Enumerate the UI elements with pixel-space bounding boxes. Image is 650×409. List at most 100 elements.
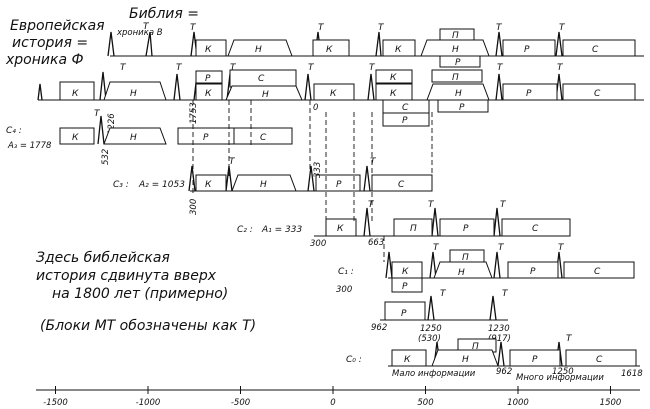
label-p: Р [530,267,536,277]
axis-tick-label: 0 [330,398,335,408]
block-r [384,301,426,321]
block-r-under [439,55,481,68]
block-k [382,39,416,57]
label-t: Т [318,23,325,33]
block-n [227,39,293,57]
block-k [195,174,227,192]
label-k: К [404,355,411,365]
label-p: Р [402,282,408,292]
label-t: Т [378,23,385,33]
label-t: Т [176,63,183,73]
mark-333: 333 [313,162,323,178]
block-r-under [437,99,489,113]
row-c3-shift: А₂ = 1053 [138,180,185,190]
axis-tick-label: 1500 [600,398,622,408]
label-pi: П [462,253,469,263]
note-blocks-mt: (Блоки МТ обозначены как Т) [40,318,256,334]
block-c [501,218,571,237]
row-c4-label: С₄ : [6,126,22,136]
label-k: К [330,89,337,99]
block-n [225,85,303,101]
label-k: К [402,267,409,277]
label-t: Т [498,243,505,253]
block-n [231,174,297,192]
axis-tick-label: 500 [417,398,433,408]
note-much-info: Много информации [516,373,604,383]
label-t: Т [566,334,573,344]
mark-1618: 1618 [621,369,643,379]
block-pi [393,218,433,237]
mark-1250-c0: 1250 [552,367,574,377]
block-c [233,127,293,145]
row-c3: С₃ : А₂ = 1053 К Н Р С Т Т 300 333 [113,157,433,215]
label-p: Р [401,309,407,319]
row-c0-label: С₀ : [346,355,362,365]
label-k: К [395,45,402,55]
label-t: Т [559,23,566,33]
block-k [391,349,427,367]
label-n: Н [452,45,459,55]
mark-1753: 1753 [189,102,199,124]
label-k: К [390,89,397,99]
label-t: Т [496,23,503,33]
block-k [325,218,357,237]
block-k [59,127,95,145]
row-c0: С₀ : К П Н Р С Т Мало информации 962 Мно… [346,334,643,383]
row-c2: С₂ : А₁ = 333 К П Р С Т Т Т 300 663 [237,200,571,249]
label-t: Т [368,200,375,210]
european-history-title-line2: история = [12,35,88,51]
label-k: К [337,224,344,234]
bible-chronicle-row: К Н К К П Н Р Р С Т Т Т Т Т Т [107,22,644,68]
label-t: Т [369,63,376,73]
label-k: К [205,180,212,190]
label-t: Т [440,289,447,299]
mark-962-c0: 962 [496,367,512,377]
row-c4-shift: А₃ = 1778 [7,141,52,151]
mark-300-c3: 300 [189,199,199,215]
label-c: С [532,224,539,234]
label-n: Н [455,89,462,99]
european-history-title-line3: хроника Ф [5,52,84,68]
block-n [431,349,499,367]
label-t: Т [557,63,564,73]
label-p: Р [526,89,532,99]
label-p: Р [524,45,530,55]
row-c3-label: С₃ : [113,180,129,190]
note-shift-line1: Здесь библейская [36,250,170,266]
block-r [502,39,556,57]
block-r [315,174,361,192]
row-c2-shift: А₁ = 333 [261,225,302,235]
axis-tick-label: -500 [231,398,250,408]
block-k [195,39,227,57]
mark-663: 663 [368,238,384,248]
axis-tick-label: -1500 [43,398,68,408]
block-k [375,69,413,84]
european-history-title-line1: Европейская [10,18,105,34]
block-c [562,83,636,101]
label-t: Т [94,109,101,119]
bible-title-line1: Библия = [129,6,199,22]
label-t: Т [370,157,377,167]
label-c: С [596,355,603,365]
mark-0: 0 [313,103,318,113]
block-n [103,127,167,145]
label-p: Р [463,224,469,234]
label-t: Т [428,200,435,210]
mark-530: (530) [418,334,441,344]
note-shift-line3: на 1800 лет (примерно) [52,286,228,302]
axis-tick-label: 1000 [507,398,529,408]
label-c: С [260,133,267,143]
label-t: Т [229,157,236,167]
block-r-over [195,70,223,84]
block-n [103,81,167,101]
block-n [433,261,493,279]
label-k: К [326,45,333,55]
label-pi: П [472,342,479,352]
block-c [563,261,635,279]
label-c: С [594,89,601,99]
label-t: Т [502,289,509,299]
label-t: Т [190,23,197,33]
mark-917: (917) [488,334,511,344]
